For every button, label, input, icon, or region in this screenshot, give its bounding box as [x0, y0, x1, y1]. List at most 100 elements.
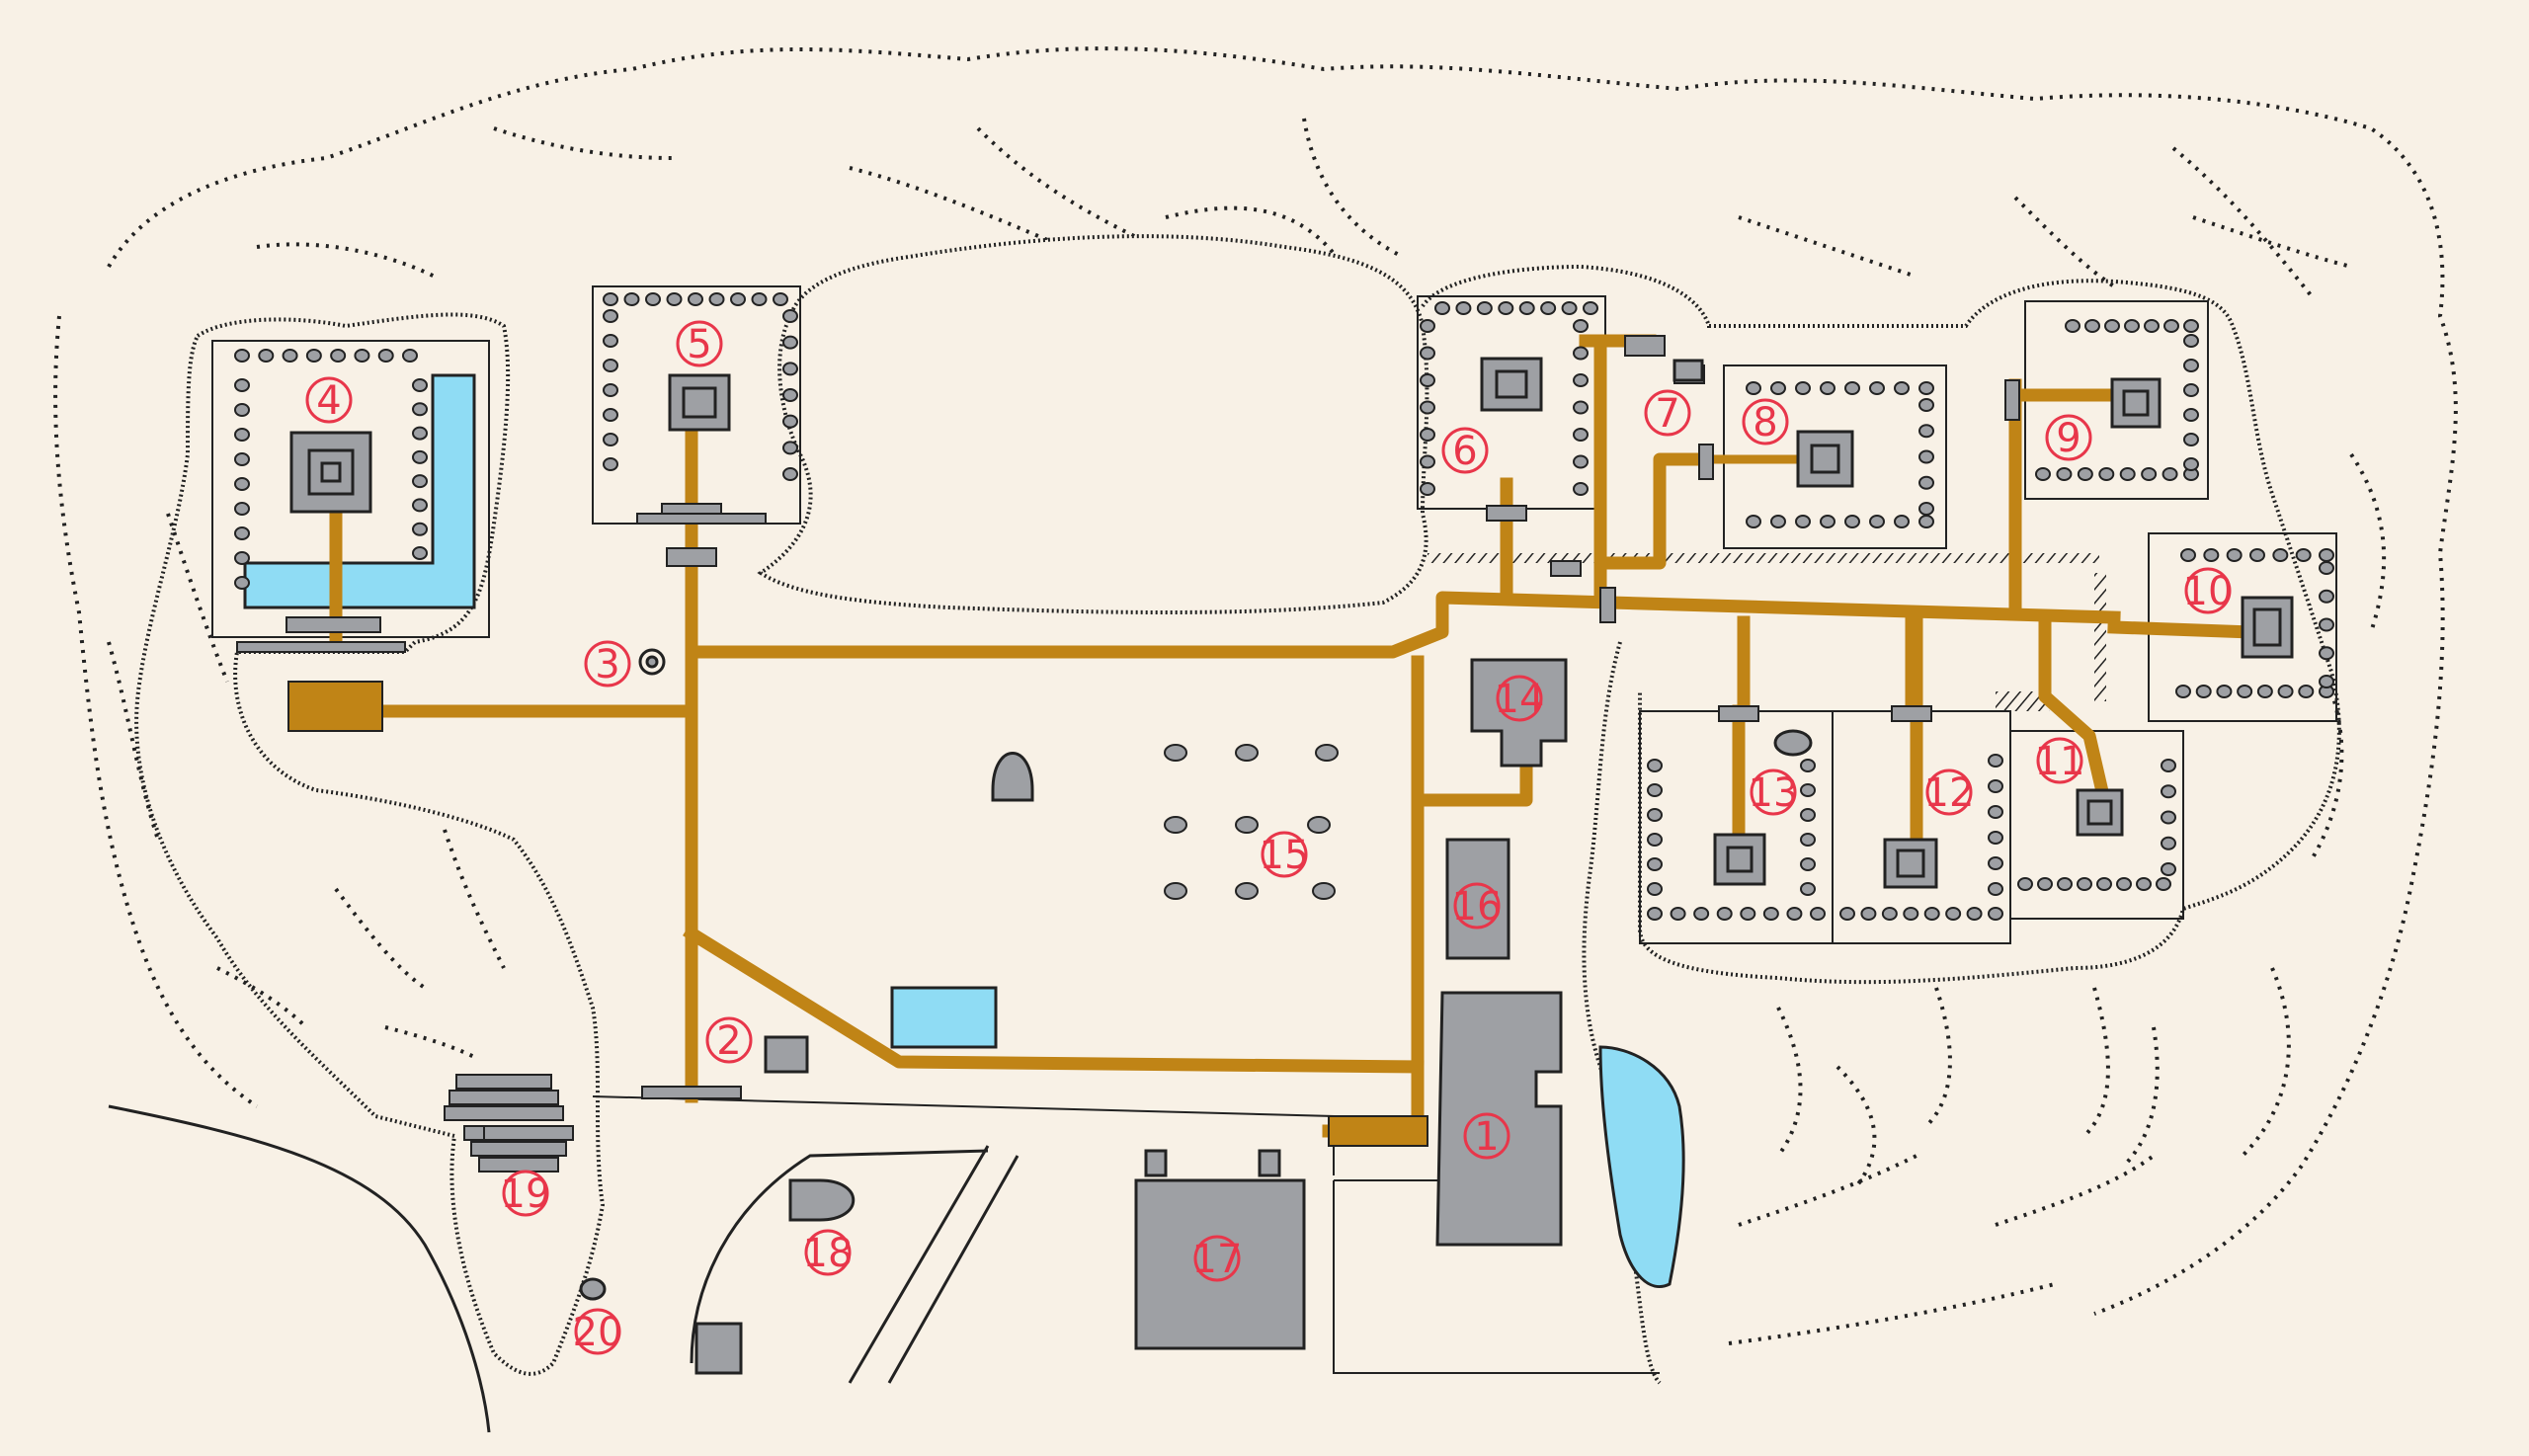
site-label-number: 19: [501, 1172, 551, 1217]
site-label-ring: [1925, 768, 1973, 816]
stone-dot: [2161, 862, 2176, 876]
site-label-ring: [1193, 1235, 1241, 1282]
stone-dot: [1988, 754, 2003, 768]
west-road-curve: [108, 1104, 491, 1433]
gate-platform-1: [1328, 1115, 1428, 1147]
stone-dot: [782, 309, 798, 323]
stone-3: [638, 648, 666, 676]
stone-dot: [2183, 433, 2199, 446]
hatched-wall-east: [1428, 553, 2099, 563]
stone-dot: [1647, 833, 1663, 847]
east-ridge-outline: [1421, 264, 2341, 985]
site-label-15: 15: [1260, 831, 1310, 878]
stone-dot: [1786, 907, 1803, 921]
stone-dot: [1820, 381, 1836, 395]
stone-dot: [1770, 381, 1786, 395]
stone-dot: [1918, 475, 1934, 490]
stone-dot: [2319, 548, 2334, 562]
site-label-19: 19: [501, 1170, 551, 1217]
stone-dot: [730, 292, 746, 306]
stone-dot: [1420, 428, 1435, 442]
stone-dot: [282, 349, 298, 363]
site-label-ring: [804, 1229, 852, 1276]
stone-dot: [1869, 515, 1885, 528]
site-label-2: 2: [705, 1016, 753, 1064]
stone-dot: [773, 292, 788, 306]
south-shed: [694, 1322, 743, 1375]
stone-dot: [1434, 301, 1450, 315]
site-label-ring: [2184, 567, 2232, 614]
stone-dot: [1918, 515, 1934, 528]
stone-dot: [1988, 856, 2003, 870]
ravine-outline: [1582, 641, 1662, 1385]
stone-dot: [234, 576, 250, 590]
stone-dot: [2163, 319, 2179, 333]
stone-dot: [1455, 301, 1472, 315]
stone-13: [1773, 729, 1813, 757]
stone-dot: [603, 383, 618, 397]
stone-dot: [1498, 301, 1514, 315]
monument-15: [991, 752, 1034, 802]
building-2-shed: [764, 1035, 809, 1074]
stone-dot: [234, 477, 250, 491]
monument-18: [788, 1178, 856, 1222]
stone-dot: [2077, 467, 2093, 481]
west-hill-outline: [134, 312, 606, 1376]
stone-dot: [1800, 783, 1816, 797]
stone-dot: [1518, 301, 1535, 315]
stone-dot: [1716, 907, 1733, 921]
stone-dot: [1988, 779, 2003, 793]
stone-dot: [2057, 877, 2073, 891]
stone-dot: [623, 292, 640, 306]
stone-dot: [1647, 783, 1663, 797]
stone-dot: [1918, 502, 1934, 516]
stone-dot: [1894, 381, 1910, 395]
stone-dot: [1881, 907, 1898, 921]
stone-dot: [412, 498, 428, 513]
site-label-number: 10: [2183, 569, 2234, 614]
site-label-number: 15: [1260, 833, 1310, 878]
stone-dot: [1918, 381, 1934, 395]
stone-dot: [2156, 877, 2171, 891]
stone-dot: [688, 292, 703, 306]
stone-dot: [2319, 561, 2334, 575]
central-hill-outline: [757, 234, 1429, 614]
stone-dot: [1918, 424, 1934, 439]
stone-dot: [603, 334, 618, 348]
stone-dot: [412, 522, 428, 536]
site-label-number: 17: [1192, 1237, 1243, 1282]
stone-dot: [1420, 346, 1435, 361]
stone-dot: [412, 474, 428, 489]
stone-dot: [1573, 482, 1589, 496]
south-road-right: [848, 1145, 1020, 1384]
stone-dot: [354, 349, 370, 363]
stone-dot: [258, 349, 275, 363]
site-label-16: 16: [1452, 882, 1502, 930]
site-label-ring: [1261, 831, 1308, 878]
site-label-ring: [705, 1016, 753, 1064]
stone-dot: [1800, 857, 1816, 871]
stone-dot: [1988, 882, 2003, 896]
posts-17-right: [1258, 1149, 1281, 1177]
stone-dot: [782, 335, 798, 350]
stone-dot: [2256, 685, 2273, 698]
site-label-number: 2: [716, 1018, 741, 1064]
stone-dot: [412, 402, 428, 417]
stone-dot: [1795, 381, 1811, 395]
stone-dot: [412, 426, 428, 441]
site-label-18: 18: [803, 1229, 853, 1276]
stone-dot: [603, 359, 618, 372]
stone-dot: [1903, 907, 1919, 921]
gate-bar-5: [636, 513, 767, 525]
stone-dot: [234, 428, 250, 442]
pond-2: [890, 986, 998, 1049]
temple-9: [2110, 377, 2162, 429]
pagoda-19: [444, 1074, 574, 1173]
stone-dot: [1420, 319, 1435, 333]
site-label-ring: [1453, 882, 1501, 930]
stone-dot: [402, 349, 418, 363]
stone-dot: [1918, 449, 1934, 464]
stone-dot: [603, 433, 618, 446]
stone-dot: [2119, 467, 2136, 481]
